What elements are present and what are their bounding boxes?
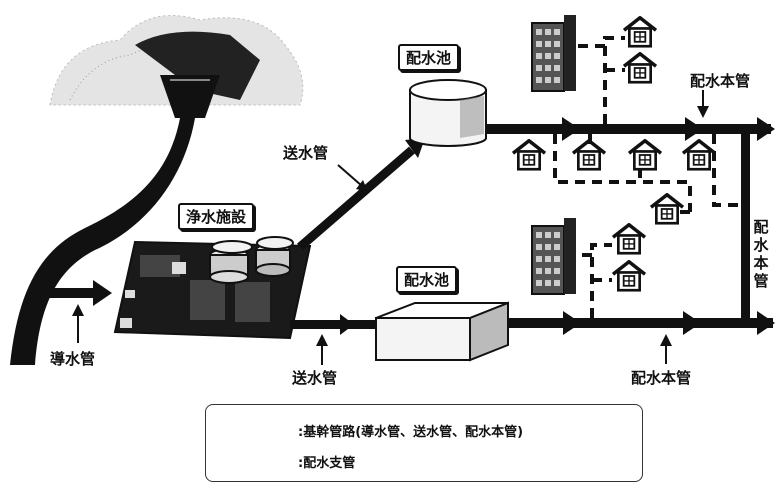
transmission-pipe-upper-label: 送水管 xyxy=(283,144,329,162)
distribution-main-vertical-label: 配水本管 xyxy=(752,218,770,290)
transmission-pipe-lower-pointer xyxy=(316,334,328,365)
reservoir-tank-icon xyxy=(409,79,487,147)
conduit-label-pointer xyxy=(72,304,84,343)
legend-trunk-label: :基幹管路(導水管、送水管、配水本管) xyxy=(298,425,524,440)
house-icon xyxy=(611,260,647,292)
house-icon xyxy=(511,139,547,171)
house-icon xyxy=(622,52,658,84)
distribution-main-upper-label: 配水本管 xyxy=(690,72,751,90)
distribution-main-lower xyxy=(508,311,775,335)
conduit-label: 導水管 xyxy=(50,350,96,368)
distribution-main-vertical xyxy=(741,129,750,323)
treatment-plant-label: 浄水施設 xyxy=(178,203,255,230)
house-icon xyxy=(681,139,717,171)
conduit-arrow xyxy=(40,280,112,306)
house-icon xyxy=(611,223,647,255)
transmission-pipe-lower xyxy=(290,314,380,335)
water-treatment-plant-icon xyxy=(113,236,312,340)
dam-icon xyxy=(49,15,304,118)
transmission-pipe-upper-pointer xyxy=(337,164,368,192)
legend-branch-label: :配水支管 xyxy=(298,456,356,471)
distribution-main-lower-pointer xyxy=(660,334,672,364)
house-icon xyxy=(649,193,685,225)
distribution-main-lower-label: 配水本管 xyxy=(631,369,692,387)
apartment-building-icon xyxy=(530,216,578,296)
transmission-pipe-lower-label: 送水管 xyxy=(292,369,338,387)
upper-reservoir-label: 配水池 xyxy=(398,44,460,71)
house-icon xyxy=(627,139,663,171)
reservoir-box-icon xyxy=(375,301,509,362)
legend: :基幹管路(導水管、送水管、配水本管) :配水支管 xyxy=(205,404,643,482)
house-icon xyxy=(622,16,658,48)
lower-reservoir-label: 配水池 xyxy=(396,266,458,293)
distribution-main-upper-pointer xyxy=(697,90,709,118)
distribution-main-upper xyxy=(486,117,775,141)
apartment-building-icon xyxy=(530,13,578,93)
house-icon xyxy=(571,139,607,171)
raw-water-conduit xyxy=(10,118,195,365)
